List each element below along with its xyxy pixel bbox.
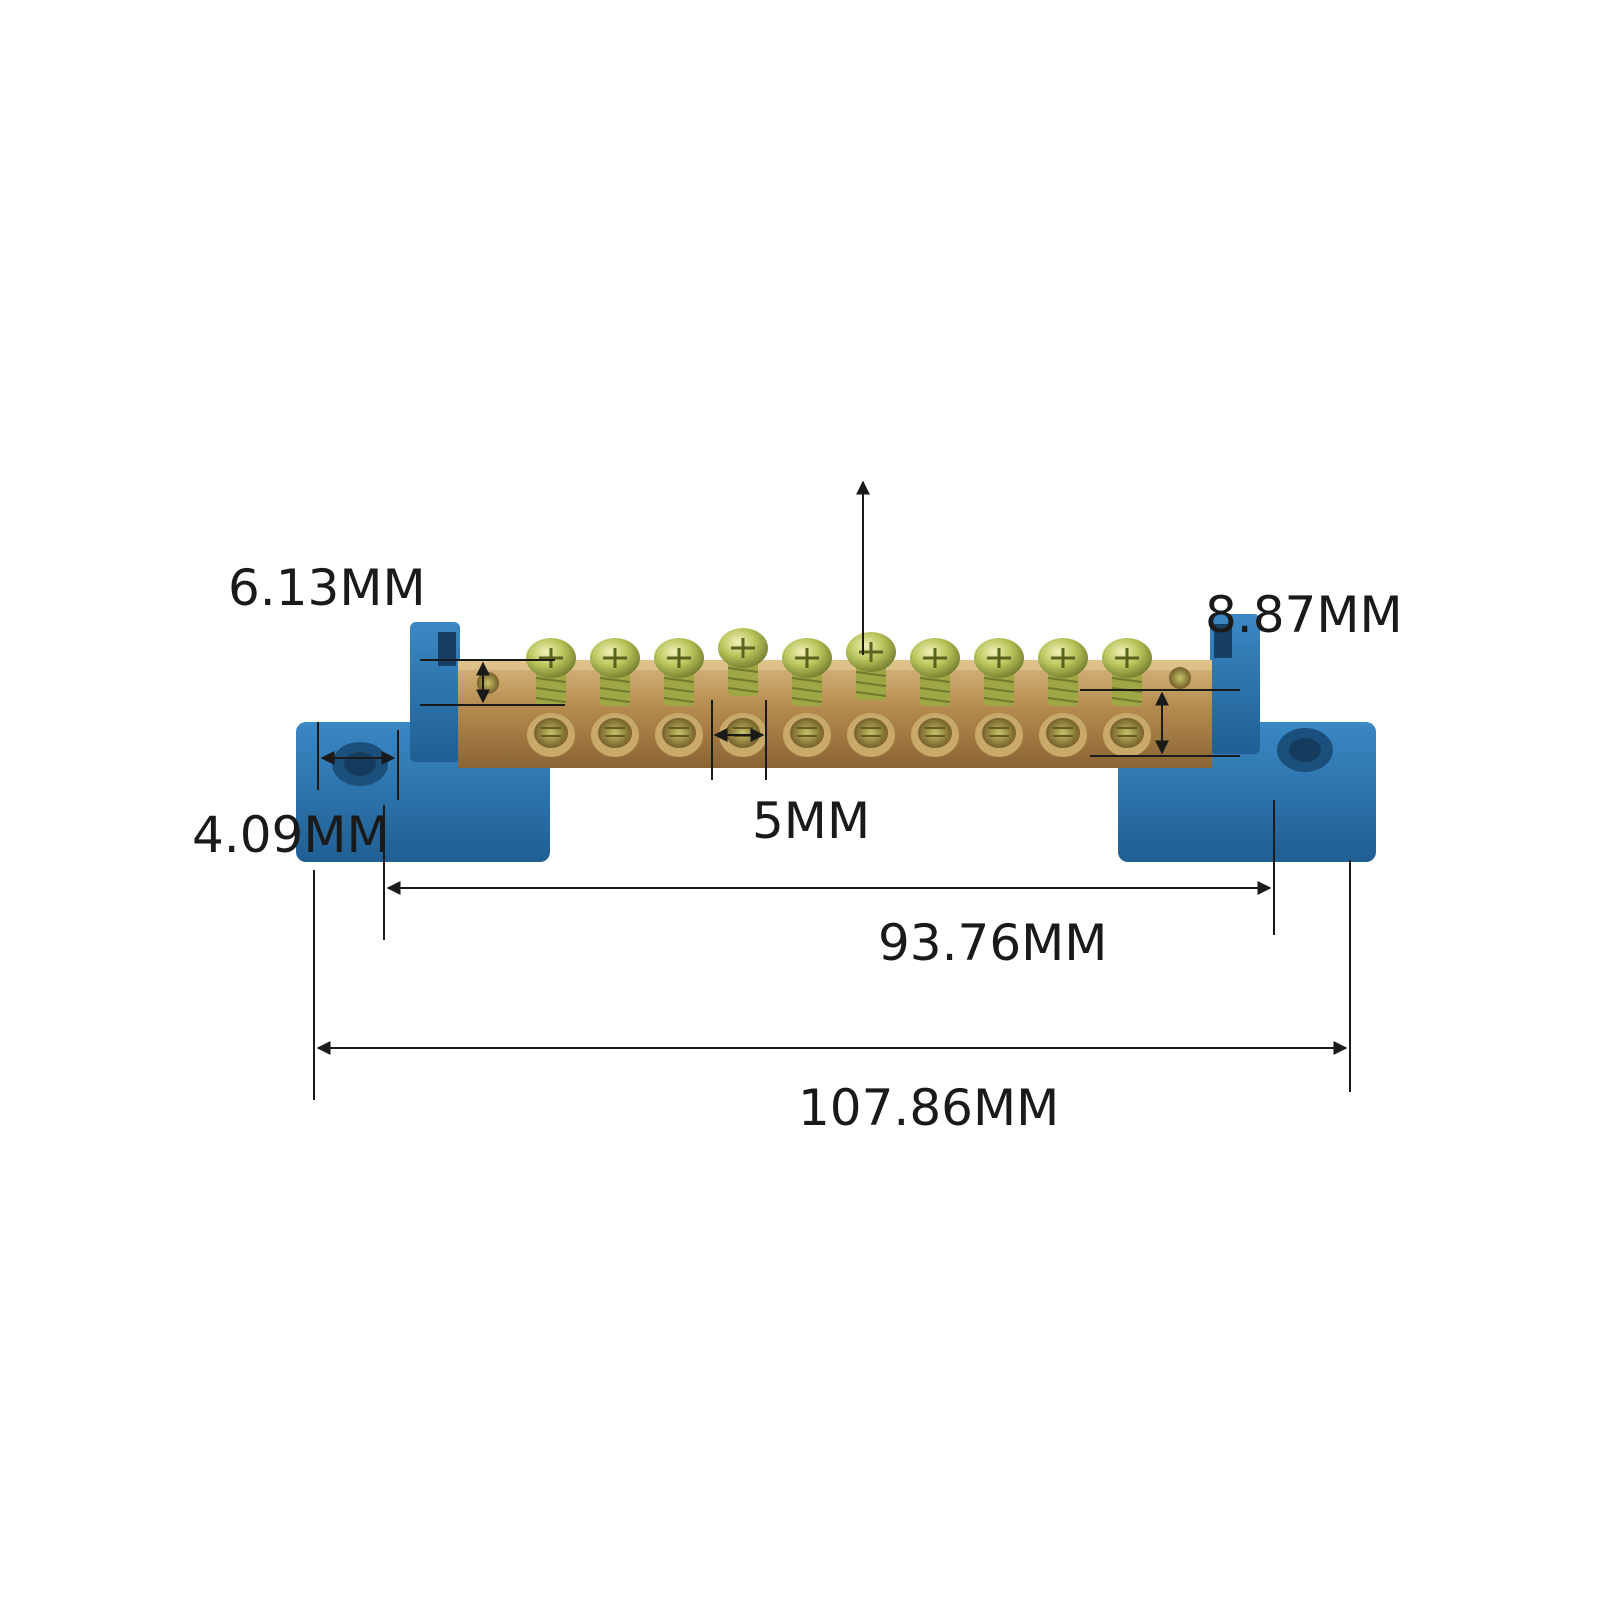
terminal-screw [1102, 638, 1152, 706]
terminal-screw [782, 638, 832, 706]
hole-label: 5MM [752, 792, 870, 850]
height-label: 8.87MM [1205, 586, 1403, 644]
wire-hole-row [527, 713, 1151, 757]
end-hole-right [1169, 667, 1191, 689]
terminal-screw [590, 638, 640, 706]
wire-hole [1039, 713, 1087, 757]
wire-hole [911, 713, 959, 757]
brass-bar [458, 660, 1212, 768]
wire-hole [975, 713, 1023, 757]
terminal-screw [974, 638, 1024, 706]
pitch-label: 6.13MM [228, 559, 426, 617]
terminal-screw [846, 632, 896, 700]
end-hole-left [477, 672, 499, 694]
wire-hole [591, 713, 639, 757]
terminal-screw [1038, 638, 1088, 706]
terminal-screw [910, 638, 960, 706]
wire-hole [655, 713, 703, 757]
terminal-screw [718, 628, 768, 696]
dimension-lines [313, 480, 1351, 1100]
inner-span-label: 93.76MM [878, 914, 1107, 972]
wire-hole [527, 713, 575, 757]
terminal-screw [526, 638, 576, 706]
mount-hole-label: 4.09MM [192, 806, 390, 864]
terminal-screw [654, 638, 704, 706]
screw-row [526, 628, 1152, 706]
wire-hole [847, 713, 895, 757]
wire-hole [783, 713, 831, 757]
wire-hole [1103, 713, 1151, 757]
overall-length-label: 107.86MM [798, 1079, 1059, 1137]
